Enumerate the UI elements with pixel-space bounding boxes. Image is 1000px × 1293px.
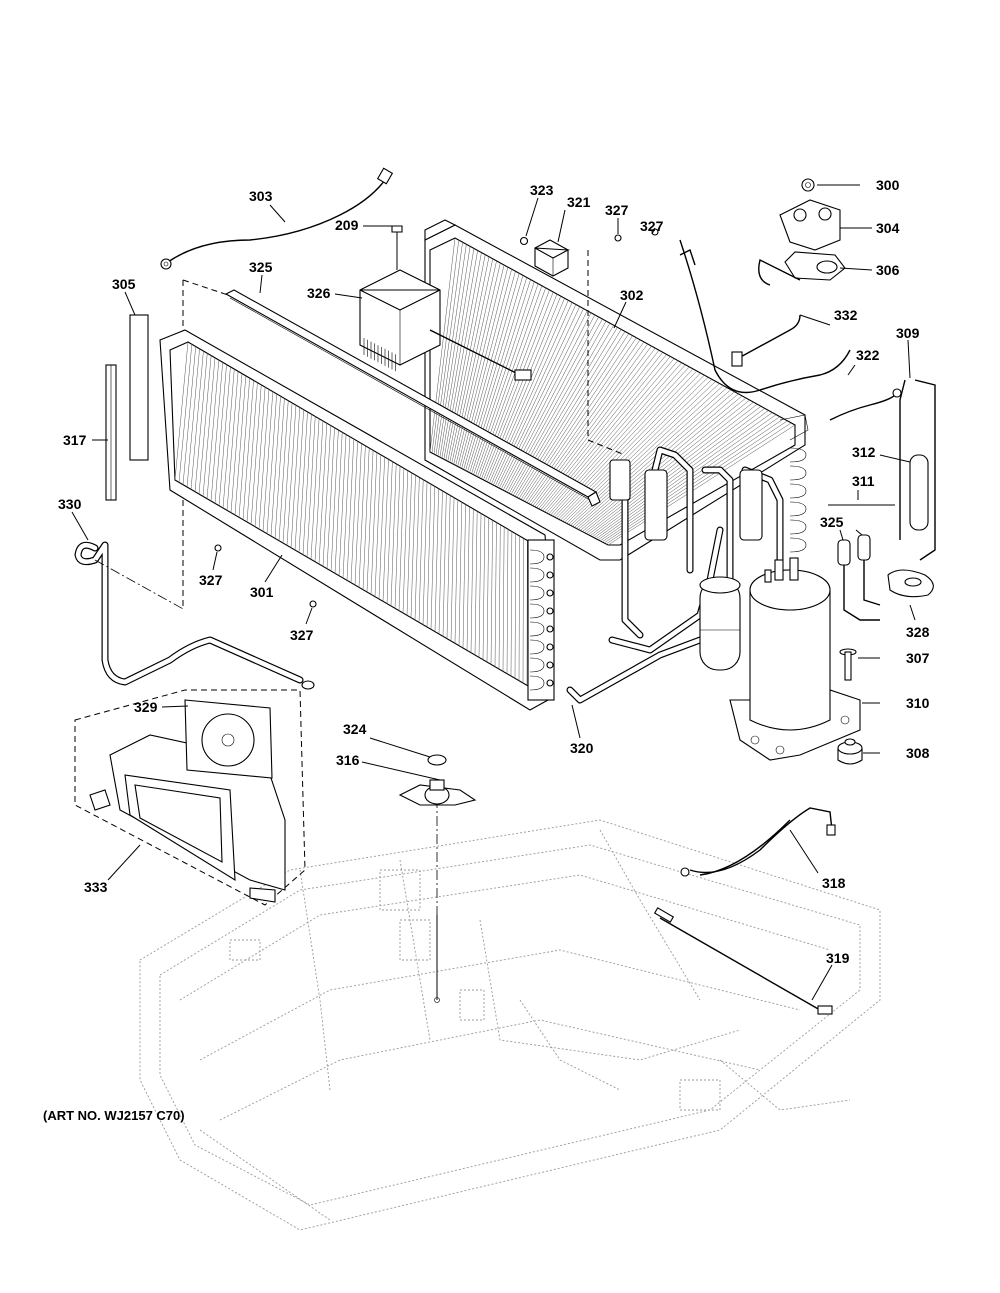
callout-301: 301	[250, 584, 274, 600]
bracket-317	[105, 364, 117, 501]
callout-319: 319	[826, 950, 850, 966]
callout-318: 318	[822, 875, 846, 891]
drier-312	[828, 379, 936, 561]
callout-325-right: 325	[820, 514, 844, 530]
rod-325	[224, 289, 601, 507]
seal-305	[129, 314, 149, 461]
screws	[214, 228, 659, 608]
bolt-307	[839, 648, 857, 681]
callout-312: 312	[852, 444, 876, 460]
motor-316	[398, 779, 477, 806]
grommet-328	[887, 569, 934, 598]
accumulator	[699, 576, 741, 671]
callout-333: 333	[84, 879, 108, 895]
callout-308: 308	[906, 745, 930, 761]
callout-327-top-left: 327	[605, 202, 629, 218]
callout-327-bottom: 327	[290, 627, 314, 643]
compressor-310	[729, 557, 861, 761]
callout-209: 209	[335, 217, 359, 233]
callout-330: 330	[58, 496, 82, 512]
callout-320: 320	[570, 740, 594, 756]
harness-332-322	[679, 239, 902, 421]
drain-tube-330	[74, 541, 315, 690]
art-number: (ART NO. WJ2157 C70)	[43, 1108, 185, 1123]
callout-303: 303	[249, 188, 273, 204]
callout-327-left: 327	[199, 572, 223, 588]
callout-325-left: 325	[249, 259, 273, 275]
callout-317: 317	[63, 432, 87, 448]
callout-332: 332	[834, 307, 858, 323]
harness-303	[160, 167, 394, 270]
callout-labels: 300 304 306 332 322 309 312 311 325 328 …	[58, 177, 930, 966]
harness-318	[680, 807, 836, 877]
base-pan-ghost	[139, 780, 881, 1231]
callout-328: 328	[906, 624, 930, 640]
callout-305: 305	[112, 276, 136, 292]
relay-321	[534, 239, 570, 277]
callout-310: 310	[906, 695, 930, 711]
leader-lines	[71, 184, 916, 1001]
evaporator-coil-301	[159, 329, 555, 711]
mount-308	[837, 738, 863, 765]
callout-304: 304	[876, 220, 900, 236]
callout-324: 324	[343, 721, 367, 737]
callout-323: 323	[530, 182, 554, 198]
control-box-326	[359, 225, 532, 381]
callout-311: 311	[852, 473, 875, 489]
callout-316: 316	[336, 752, 360, 768]
callout-309: 309	[896, 325, 920, 341]
washer-324	[427, 754, 447, 766]
callout-300: 300	[876, 177, 900, 193]
callout-307: 307	[906, 650, 930, 666]
callout-329: 329	[134, 699, 158, 715]
callout-321: 321	[567, 194, 591, 210]
thermistor-319	[653, 907, 833, 1015]
callout-306: 306	[876, 262, 900, 278]
callout-302: 302	[620, 287, 644, 303]
callout-326: 326	[307, 285, 331, 301]
callout-327-top-right: 327	[640, 218, 664, 234]
callout-322: 322	[856, 347, 880, 363]
valve-325	[837, 534, 881, 621]
fan-329	[184, 699, 273, 779]
compressor-cover-304	[758, 178, 846, 286]
